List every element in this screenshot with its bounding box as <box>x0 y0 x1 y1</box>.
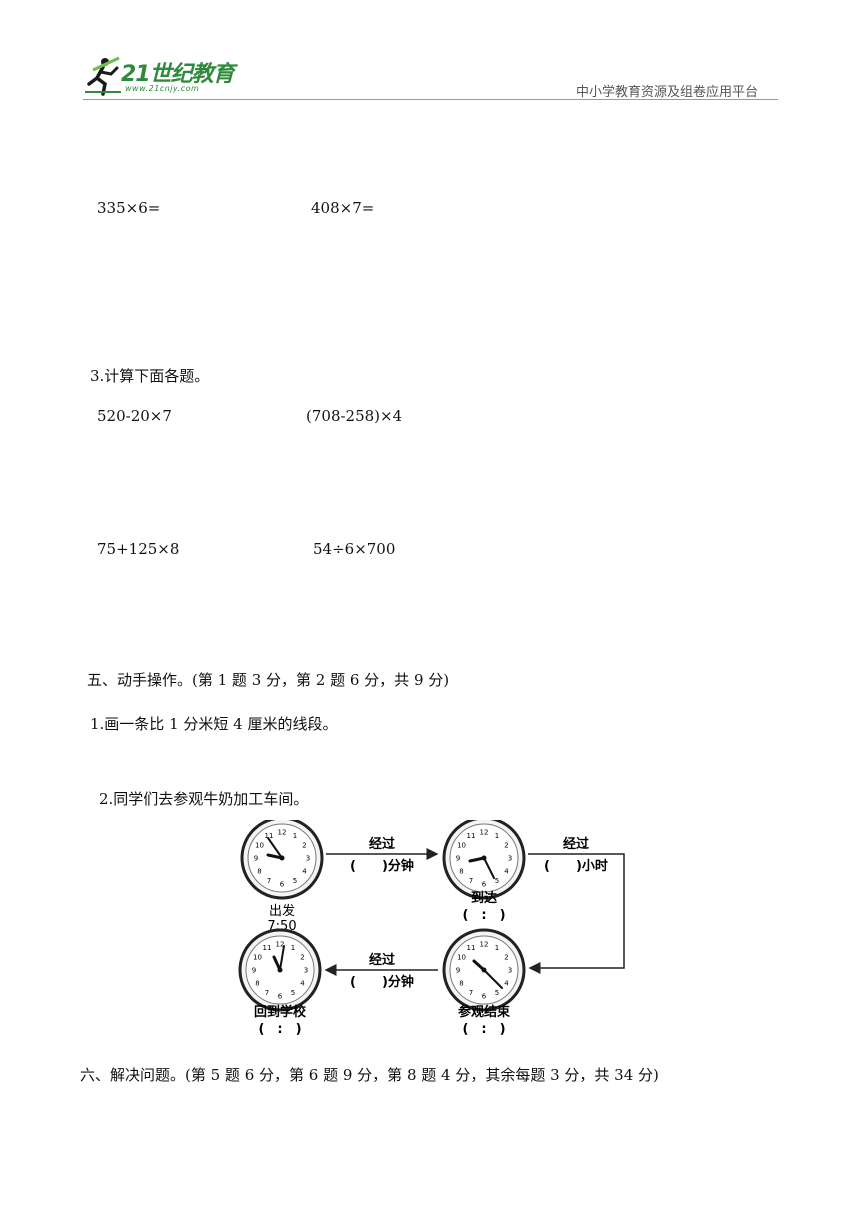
hours-blank: ( )小时 <box>544 858 608 874</box>
clock-numeral: 1 <box>293 832 297 840</box>
clock-numeral: 2 <box>300 954 304 962</box>
clock-numeral: 9 <box>254 855 258 863</box>
pass-label-2: 经过 <box>563 836 589 852</box>
problem-520: 520-20×7 <box>97 407 172 425</box>
arrive-label: 到达 <box>471 890 497 906</box>
pass-label-1: 经过 <box>369 836 395 852</box>
problem-335x6: 335×6= <box>97 199 161 217</box>
clock-numeral: 4 <box>302 868 307 876</box>
problem-75: 75+125×8 <box>97 540 180 558</box>
section6-title: 六、解决问题。(第 5 题 6 分，第 6 题 9 分，第 8 题 4 分，其余… <box>80 1066 659 1084</box>
clock-numeral: 12 <box>480 829 489 837</box>
clock-numeral: 8 <box>255 980 259 988</box>
minute-hand <box>483 969 503 989</box>
clock-numeral: 3 <box>306 855 310 863</box>
clock-numeral: 1 <box>495 944 499 952</box>
clock-numeral: 8 <box>257 868 261 876</box>
clock-numeral: 3 <box>508 967 512 975</box>
minute-hand <box>267 837 283 859</box>
minute-hand <box>483 857 495 879</box>
clock-numeral: 2 <box>504 954 508 962</box>
clock-numeral: 10 <box>255 842 264 850</box>
clock-numeral: 10 <box>457 842 466 850</box>
clock-numeral: 7 <box>265 989 269 997</box>
problem-408x7: 408×7= <box>311 199 375 217</box>
clock-numeral: 9 <box>456 855 460 863</box>
clock-numeral: 10 <box>253 954 262 962</box>
return-label: 回到学校 <box>254 1004 307 1020</box>
clock-numeral: 1 <box>291 944 295 952</box>
clock-numeral: 5 <box>293 877 297 885</box>
clock-numeral: 11 <box>263 944 272 952</box>
clock-numeral: 9 <box>456 967 460 975</box>
brand-logo: 21世纪教育 www.21cnjy.com <box>83 54 243 98</box>
return-time-blank: ( : ) <box>258 1022 301 1037</box>
clock-numeral: 8 <box>459 868 463 876</box>
clock-numeral: 5 <box>495 989 499 997</box>
problem-708: (708-258)×4 <box>306 407 403 425</box>
clock-numeral: 7 <box>267 877 271 885</box>
logo-text: 21世纪教育 <box>121 62 235 87</box>
clock-numeral: 7 <box>469 989 473 997</box>
problem-54: 54÷6×700 <box>313 540 396 558</box>
clock-numeral: 6 <box>278 993 283 1001</box>
section3-title: 3.计算下面各题。 <box>90 367 210 385</box>
section5-title: 五、动手操作。(第 1 题 3 分，第 2 题 6 分，共 9 分) <box>87 671 450 689</box>
arrive-time-blank: ( : ) <box>462 908 505 923</box>
clock-numeral: 1 <box>495 832 499 840</box>
logo-url: www.21cnjy.com <box>125 84 200 93</box>
clock-numeral: 2 <box>302 842 306 850</box>
clock-numeral: 6 <box>482 993 487 1001</box>
arrow-arrive-to-visit-end <box>528 853 625 974</box>
clock-numeral: 4 <box>504 980 509 988</box>
clock-numeral: 10 <box>457 954 466 962</box>
header-divider <box>83 99 778 100</box>
clock-numeral: 9 <box>252 967 256 975</box>
visit-end-time-blank: ( : ) <box>462 1022 505 1037</box>
pass-label-3: 经过 <box>369 952 395 968</box>
clock-numeral: 5 <box>495 877 499 885</box>
clock-numeral: 12 <box>276 941 285 949</box>
platform-title: 中小学教育资源及组卷应用平台 <box>576 85 759 100</box>
clock-numeral: 6 <box>482 881 487 889</box>
clock-numeral: 12 <box>278 829 287 837</box>
depart-label: 出发 <box>269 903 295 919</box>
section5-q2: 2.同学们去参观牛奶加工车间。 <box>99 790 309 808</box>
runner-icon <box>85 56 121 96</box>
clock-numeral: 4 <box>300 980 305 988</box>
minute-hand <box>279 945 285 971</box>
clock-numeral: 2 <box>504 842 508 850</box>
clock-numeral: 3 <box>508 855 512 863</box>
clock-numeral: 3 <box>304 967 308 975</box>
clock-numeral: 5 <box>291 989 295 997</box>
minutes-blank-1: ( )分钟 <box>350 858 414 874</box>
clock-numeral: 8 <box>459 980 463 988</box>
clock-numeral: 7 <box>469 877 473 885</box>
clock-numeral: 11 <box>467 944 476 952</box>
clock-numeral: 11 <box>265 832 274 840</box>
visit-end-label: 参观结束 <box>458 1004 511 1020</box>
clock-numeral: 4 <box>504 868 509 876</box>
clock-numeral: 6 <box>280 881 285 889</box>
clock-numeral: 11 <box>467 832 476 840</box>
section5-q1: 1.画一条比 1 分米短 4 厘米的线段。 <box>90 715 338 733</box>
clock-numeral: 12 <box>480 941 489 949</box>
minutes-blank-2: ( )分钟 <box>350 974 414 990</box>
